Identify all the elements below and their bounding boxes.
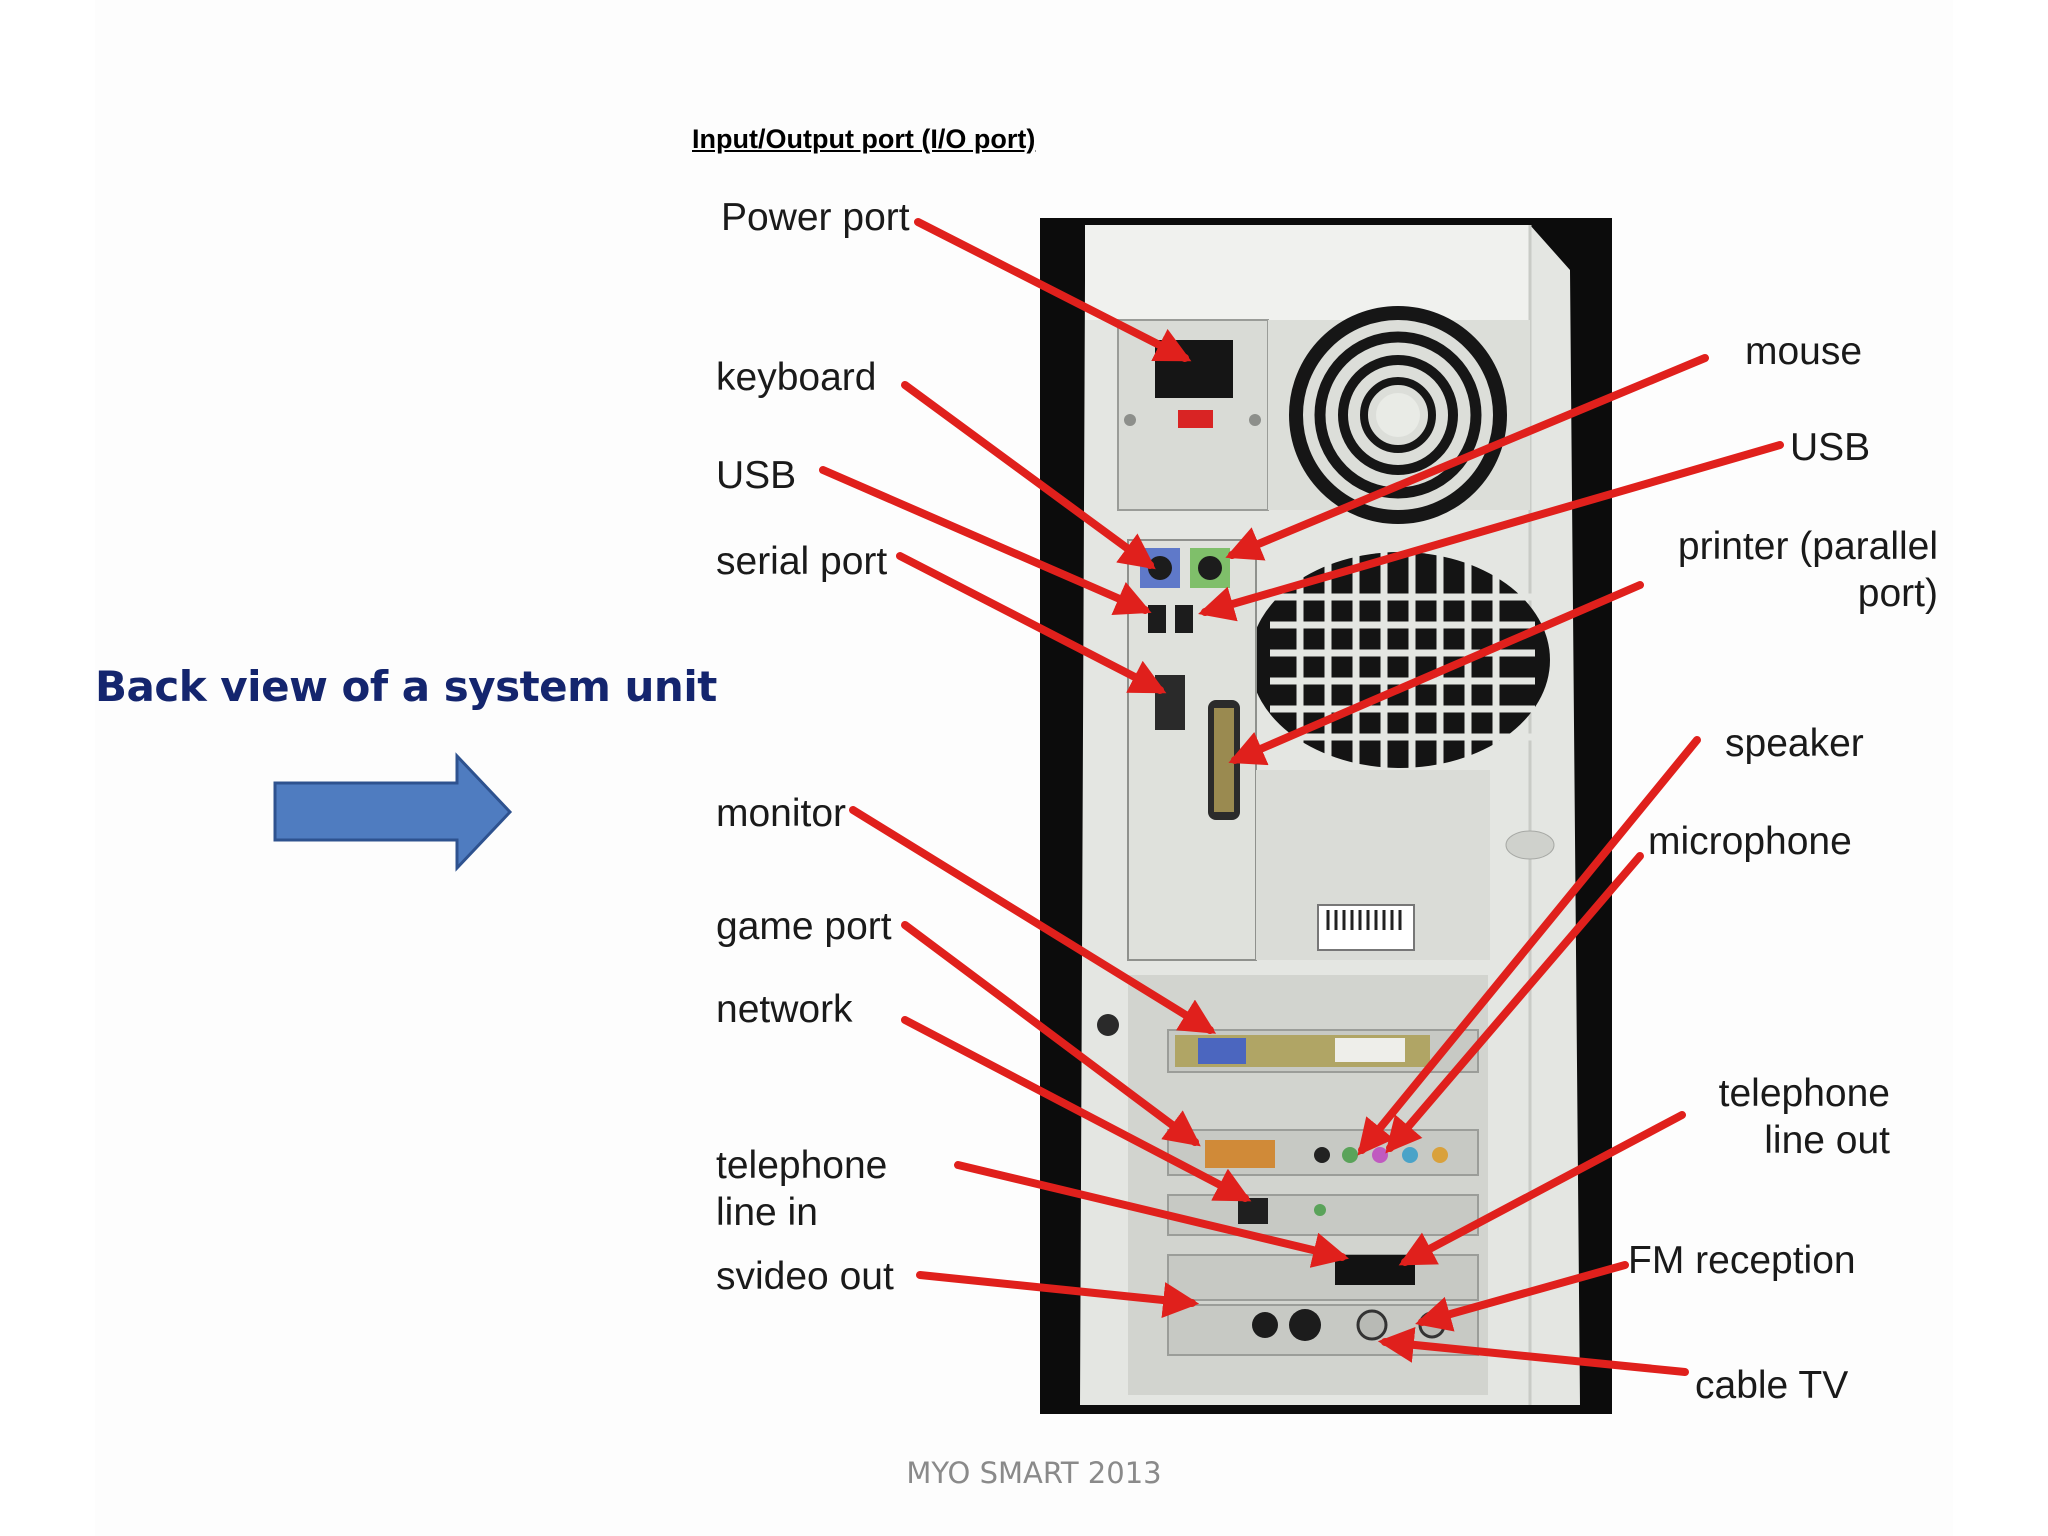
label-usb-left: USB <box>716 454 797 497</box>
label-telephone-line-out-2: line out <box>1764 1119 1890 1162</box>
label-telephone-line-in-2: line in <box>716 1191 818 1234</box>
label-telephone-line-out-1: telephone <box>1718 1072 1890 1115</box>
label-mouse: mouse <box>1745 330 1863 373</box>
label-monitor: monitor <box>716 792 847 835</box>
label-speaker: speaker <box>1725 722 1864 765</box>
label-printer-1: printer (parallel <box>1677 525 1938 568</box>
label-keyboard: keyboard <box>716 356 877 399</box>
label-svideo-out: svideo out <box>716 1255 894 1298</box>
label-telephone-line-out: telephone line out <box>1660 1070 1890 1164</box>
label-microphone: microphone <box>1648 820 1852 863</box>
label-printer-parallel-port: printer (parallel port) <box>1625 523 1938 617</box>
slide-heading: Back view of a system unit <box>95 662 717 711</box>
label-fm-reception: FM reception <box>1628 1239 1856 1282</box>
label-telephone-line-in-1: telephone <box>716 1144 888 1187</box>
label-game-port: game port <box>716 905 892 948</box>
label-printer-2: port) <box>1857 572 1938 615</box>
label-network: network <box>716 988 853 1031</box>
slide-footer: MYO SMART 2013 <box>906 1456 1162 1490</box>
label-usb-right: USB <box>1790 426 1871 469</box>
label-serial-port: serial port <box>716 540 888 583</box>
label-cable-tv: cable TV <box>1695 1364 1849 1407</box>
label-power-port: Power port <box>721 196 910 239</box>
figure-title: Input/Output port (I/O port) <box>692 124 1036 154</box>
label-telephone-line-in: telephone line in <box>716 1142 887 1236</box>
